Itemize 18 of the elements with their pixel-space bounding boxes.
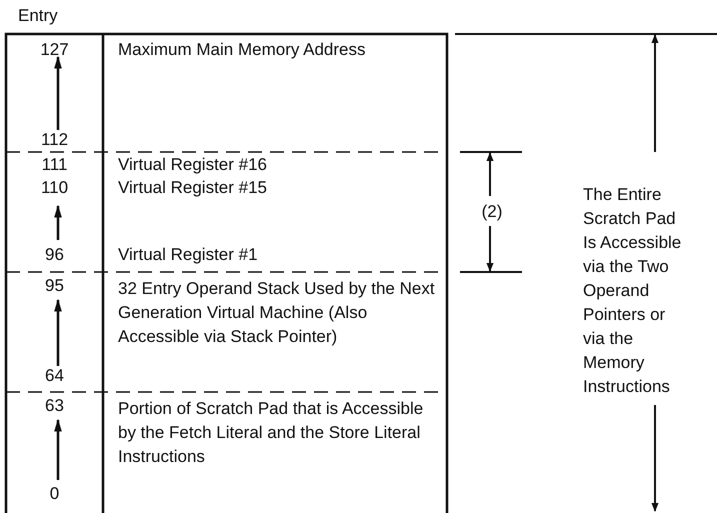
entry-number: 63 [44,395,65,417]
entry-number: 0 [48,483,60,505]
entry-number: 64 [44,365,65,387]
region-description: Maximum Main Memory Address [118,39,367,61]
region-description: 32 Entry Operand Stack Used by the Next Generation Virtual Machine (Also Accessible via Stack Pointer) [118,278,436,348]
entry-number: 95 [44,275,65,297]
note: The Entire Scratch Pad Is Accessible via the Two Operand Pointers or via the Memory Instructions [583,184,682,398]
region-description: Virtual Register #1 [118,244,259,266]
entry-number: 110 [40,177,70,199]
region-description: Portion of Scratch Pad that is Accessible by the Fetch Literal and the Store Literal Instructions [118,398,424,468]
region-description: Virtual Register #16 [118,154,268,176]
entry-number: 111 [40,154,68,176]
entry-number: 112 [40,129,70,151]
region-description: Virtual Register #15 [118,177,268,199]
dimension-label: (2) [480,201,504,223]
entry-number: 127 [39,39,70,61]
column-heading: Entry [18,5,59,27]
entry-number: 96 [44,244,65,266]
